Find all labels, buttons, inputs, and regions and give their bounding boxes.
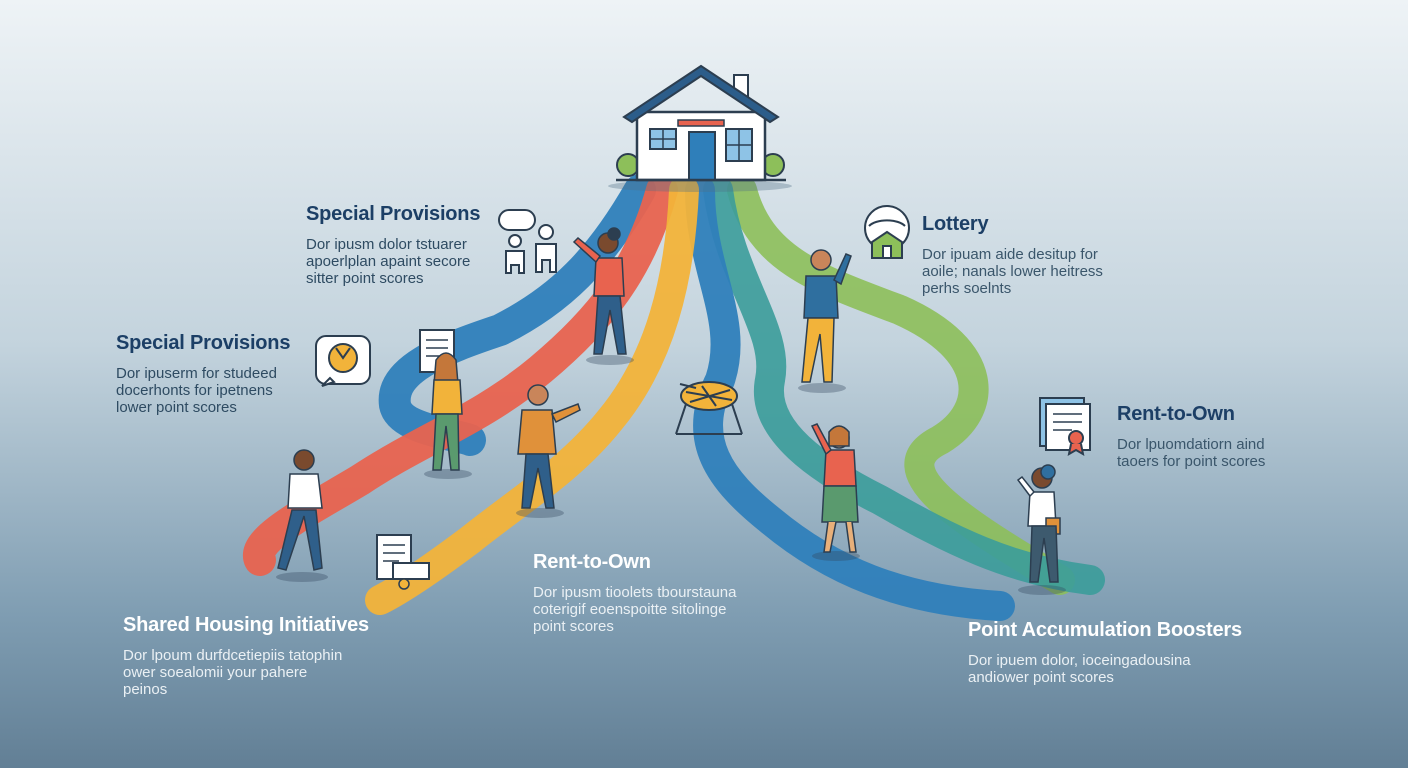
person-pointing-top [572, 227, 634, 365]
label-description: Dor ipuam aide desitup for aoile; nanals… [922, 246, 1103, 297]
person-with-bag [1016, 464, 1066, 595]
label-line: Dor lpoum durfdcetiepiis tatophin [123, 647, 343, 664]
label-line: Dor ipusm tioolets tbourstauna [533, 584, 737, 601]
path-blue-right [685, 175, 1015, 621]
label-line: Dor lpuomdatiorn aind [1117, 436, 1265, 453]
label-special-provisions-left: Special Provisions Dor ipuserm for stude… [116, 332, 290, 416]
label-line: Dor ipusm dolor tstuarer [306, 236, 467, 253]
certificate-icon [315, 335, 371, 387]
label-description: Dor lpuomdatiorn aind taoers for point s… [1117, 436, 1265, 470]
label-line: sitter point scores [306, 270, 424, 287]
label-rent-to-own-right: Rent-to-Own Dor lpuomdatiorn aind taoers… [1117, 403, 1265, 470]
label-description: Dor ipuserm for studeed docerhonts for i… [116, 365, 290, 416]
label-line: andiower point scores [968, 669, 1114, 686]
person-pointing-woman [810, 423, 860, 561]
label-line: ower soealomii your pahere [123, 664, 308, 681]
person-pointing-center [516, 384, 581, 518]
person-holding-document [424, 352, 472, 479]
label-line: coterigif eoenspoitte sitolinge [533, 601, 727, 618]
label-special-provisions-top: Special Provisions Dor ipusm dolor tstua… [306, 203, 480, 287]
person-walking-left [276, 449, 328, 582]
label-line: perhs soelnts [922, 280, 1012, 297]
label-title: Lottery [922, 213, 989, 235]
label-title: Rent-to-Own [533, 551, 651, 573]
contract-icon [376, 534, 430, 590]
label-title: Shared Housing Initiatives [123, 614, 369, 636]
label-line: point scores [533, 618, 614, 635]
label-line: Dor ipuem dolor, ioceingadousina [968, 652, 1191, 669]
label-point-boosters: Point Accumulation Boosters Dor ipuem do… [968, 619, 1242, 686]
label-rent-to-own-center: Rent-to-Own Dor ipusm tioolets tbourstau… [533, 551, 736, 635]
label-title: Point Accumulation Boosters [968, 619, 1242, 641]
label-line: lower point scores [116, 399, 237, 416]
label-description: Dor ipusm dolor tstuarer apoerlplan apai… [306, 236, 480, 287]
label-description: Dor lpoum durfdcetiepiis tatophin ower s… [123, 647, 369, 698]
label-description: Dor ipuem dolor, ioceingadousina andiowe… [968, 652, 1242, 686]
label-description: Dor ipusm tioolets tbourstauna coterigif… [533, 584, 736, 635]
label-title: Rent-to-Own [1117, 403, 1235, 425]
label-line: aoile; nanals lower heitress [922, 263, 1103, 280]
label-lottery: Lottery Dor ipuam aide desitup for aoile… [922, 213, 1103, 297]
label-line: Dor ipuserm for studeed [116, 365, 277, 382]
label-line: apoerlplan apaint secore [306, 253, 471, 270]
badge-icon [1039, 397, 1091, 456]
lottery-drum-icon [675, 381, 743, 435]
house-icon [608, 64, 792, 192]
label-line: taoers for point scores [1117, 453, 1266, 470]
path-teal [703, 175, 1105, 595]
lottery-ball-icon [864, 205, 910, 259]
path-green [727, 175, 1075, 595]
label-title: Special Provisions [306, 203, 481, 225]
label-line: peinos [123, 681, 168, 698]
label-title: Special Provisions [116, 332, 291, 354]
label-shared-housing: Shared Housing Initiatives Dor lpoum dur… [123, 614, 369, 698]
label-line: Dor ipuam aide desitup for [922, 246, 1098, 263]
family-icon [498, 209, 557, 274]
person-pointing-up-right [798, 249, 852, 393]
label-line: docerhonts for ipetnens [116, 382, 273, 399]
